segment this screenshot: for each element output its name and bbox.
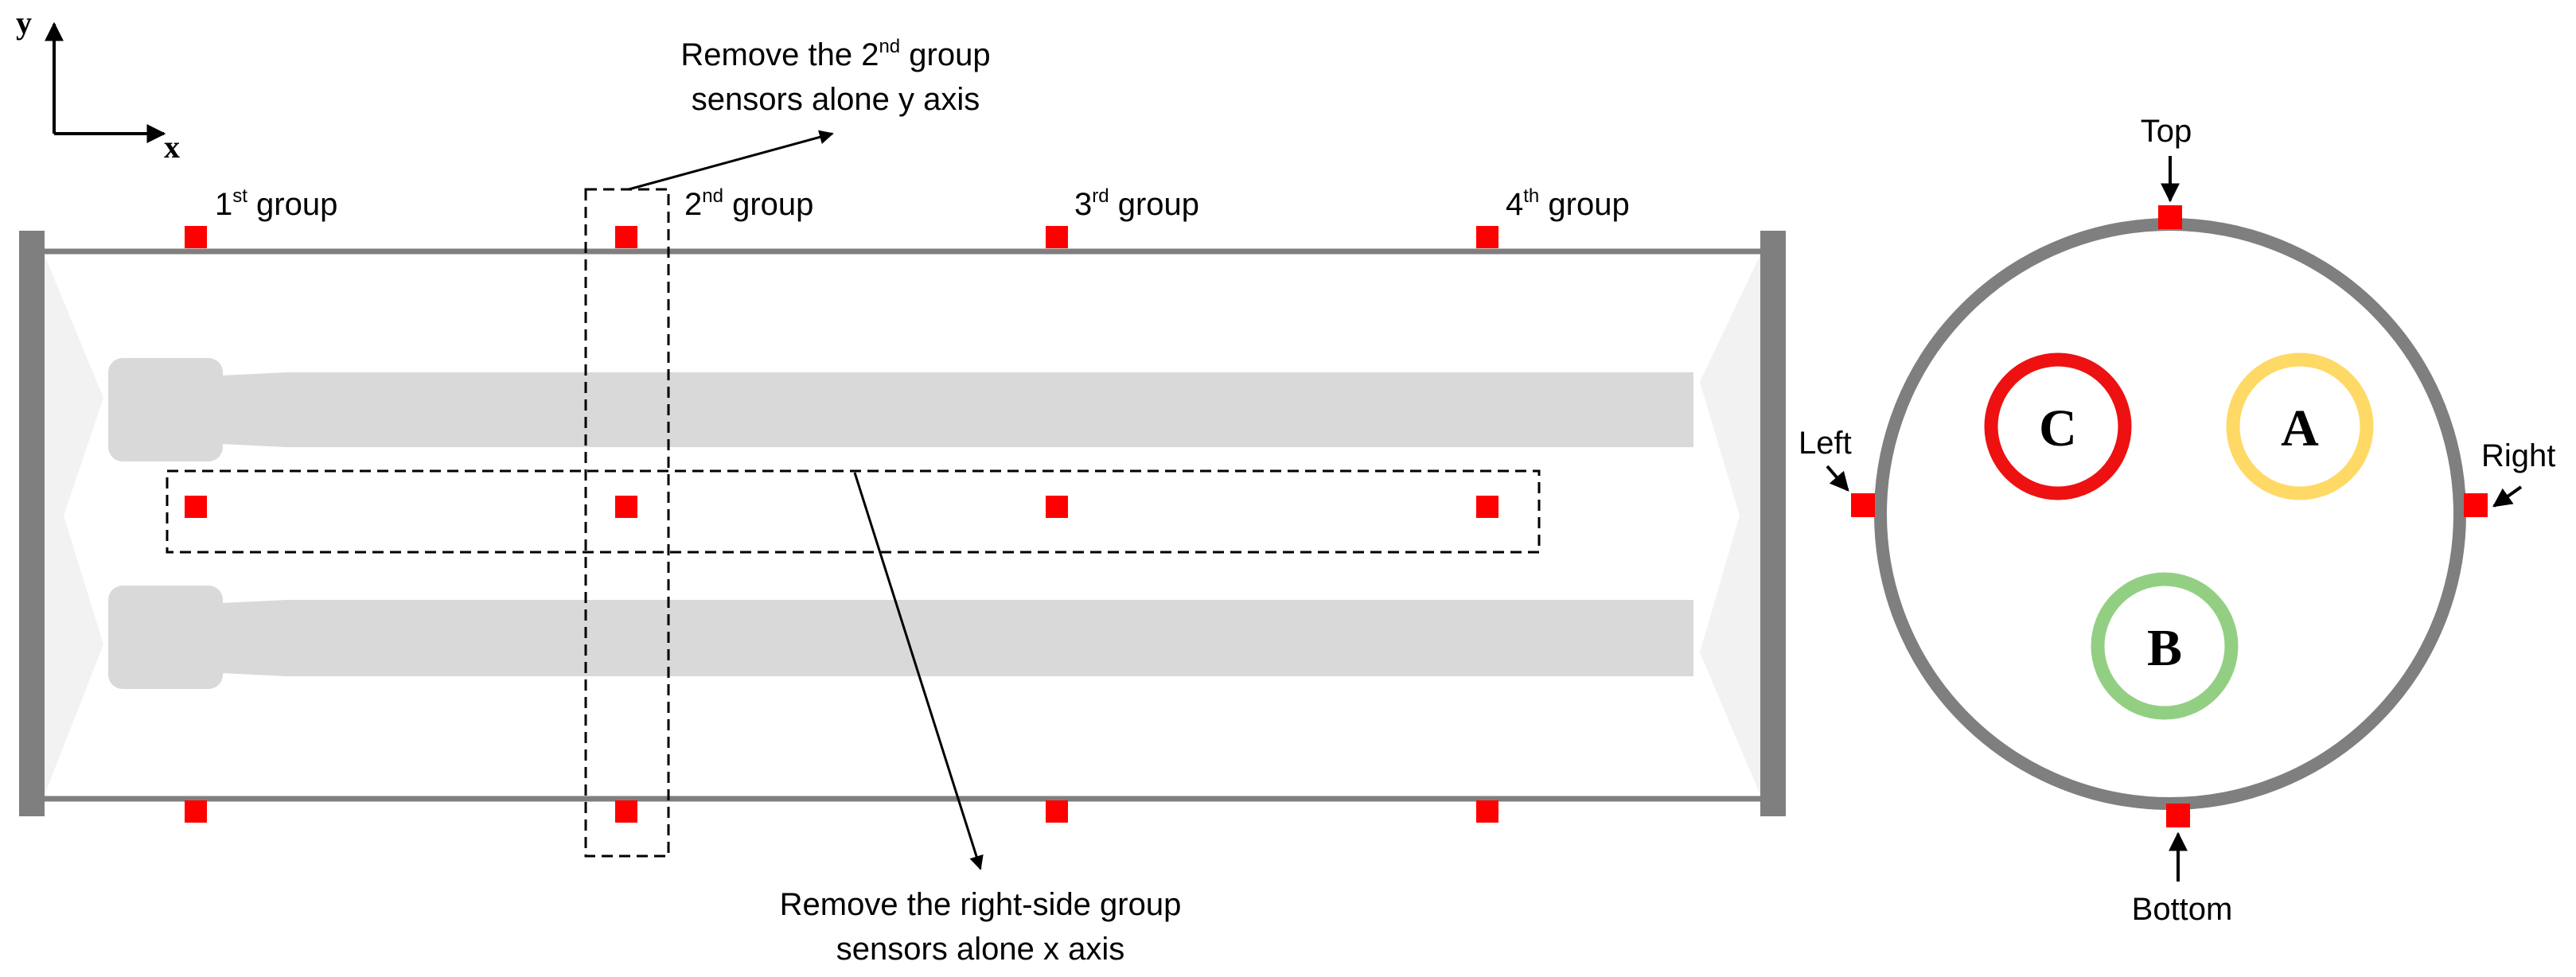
sensor-g2-top	[615, 226, 637, 248]
group-label-2: 2nd group	[684, 185, 813, 222]
cross-section-view: C A B Top Bottom Left Right	[1799, 114, 2555, 927]
sensor-g4-bottom	[1476, 800, 1498, 823]
right-end-taper	[1700, 251, 1762, 799]
left-end-taper	[43, 251, 103, 799]
channel-b-label: B	[2147, 619, 2182, 677]
channel-c-label: C	[2039, 399, 2077, 457]
lower-pipe	[108, 586, 1693, 689]
left-flange	[19, 231, 45, 816]
axis-indicator: y x	[16, 5, 180, 165]
callout-top-arrow	[628, 130, 834, 191]
channel-a-label: A	[2281, 399, 2319, 457]
right-arrow	[2492, 485, 2523, 508]
left-arrow	[1826, 465, 1849, 492]
sensor-right	[2464, 493, 2488, 517]
group-label-3: 3rd group	[1074, 185, 1199, 222]
sensor-g1-top	[185, 226, 207, 248]
second-group-selection-box	[584, 188, 670, 858]
callout-bottom-line1: Remove the right-side group	[780, 887, 1182, 922]
sensor-g3-top	[1046, 226, 1068, 248]
sensor-top	[2158, 205, 2182, 229]
sensor-g4-side	[1476, 496, 1498, 518]
sensor-bottom	[2166, 804, 2190, 827]
sensor-g3-bottom	[1046, 800, 1068, 823]
group-label-4: 4th group	[1506, 185, 1630, 222]
sensor-g2-bottom	[615, 800, 637, 823]
x-axis-label: x	[164, 129, 180, 165]
side-view: 1st group 2nd group 3rd group 4th group …	[19, 36, 1786, 967]
bottom-label: Bottom	[2132, 892, 2233, 927]
sensor-g4-top	[1476, 226, 1498, 248]
y-axis-label: y	[16, 5, 32, 41]
group-label-1: 1st group	[215, 185, 337, 222]
callout-top-line2: sensors alone y axis	[692, 82, 980, 117]
sensor-g2-side	[615, 496, 637, 518]
channel-b-ring	[2091, 572, 2239, 720]
right-label: Right	[2481, 438, 2555, 473]
sensor-g1-bottom	[185, 800, 207, 823]
upper-pipe	[108, 358, 1693, 461]
right-side-selection-box	[166, 469, 1541, 554]
channel-c-ring	[1984, 352, 2132, 500]
sensor-g3-side	[1046, 496, 1068, 518]
callout-bottom-arrow	[853, 472, 984, 870]
callout-top-line1: Remove the 2nd group	[680, 36, 990, 72]
channel-a-ring	[2226, 352, 2374, 500]
sensor-g1-side	[185, 496, 207, 518]
left-label: Left	[1799, 426, 1852, 461]
top-label: Top	[2141, 114, 2192, 149]
sensor-left	[1851, 493, 1875, 517]
right-flange	[1760, 231, 1786, 816]
callout-bottom-line2: sensors alone x axis	[836, 932, 1124, 967]
